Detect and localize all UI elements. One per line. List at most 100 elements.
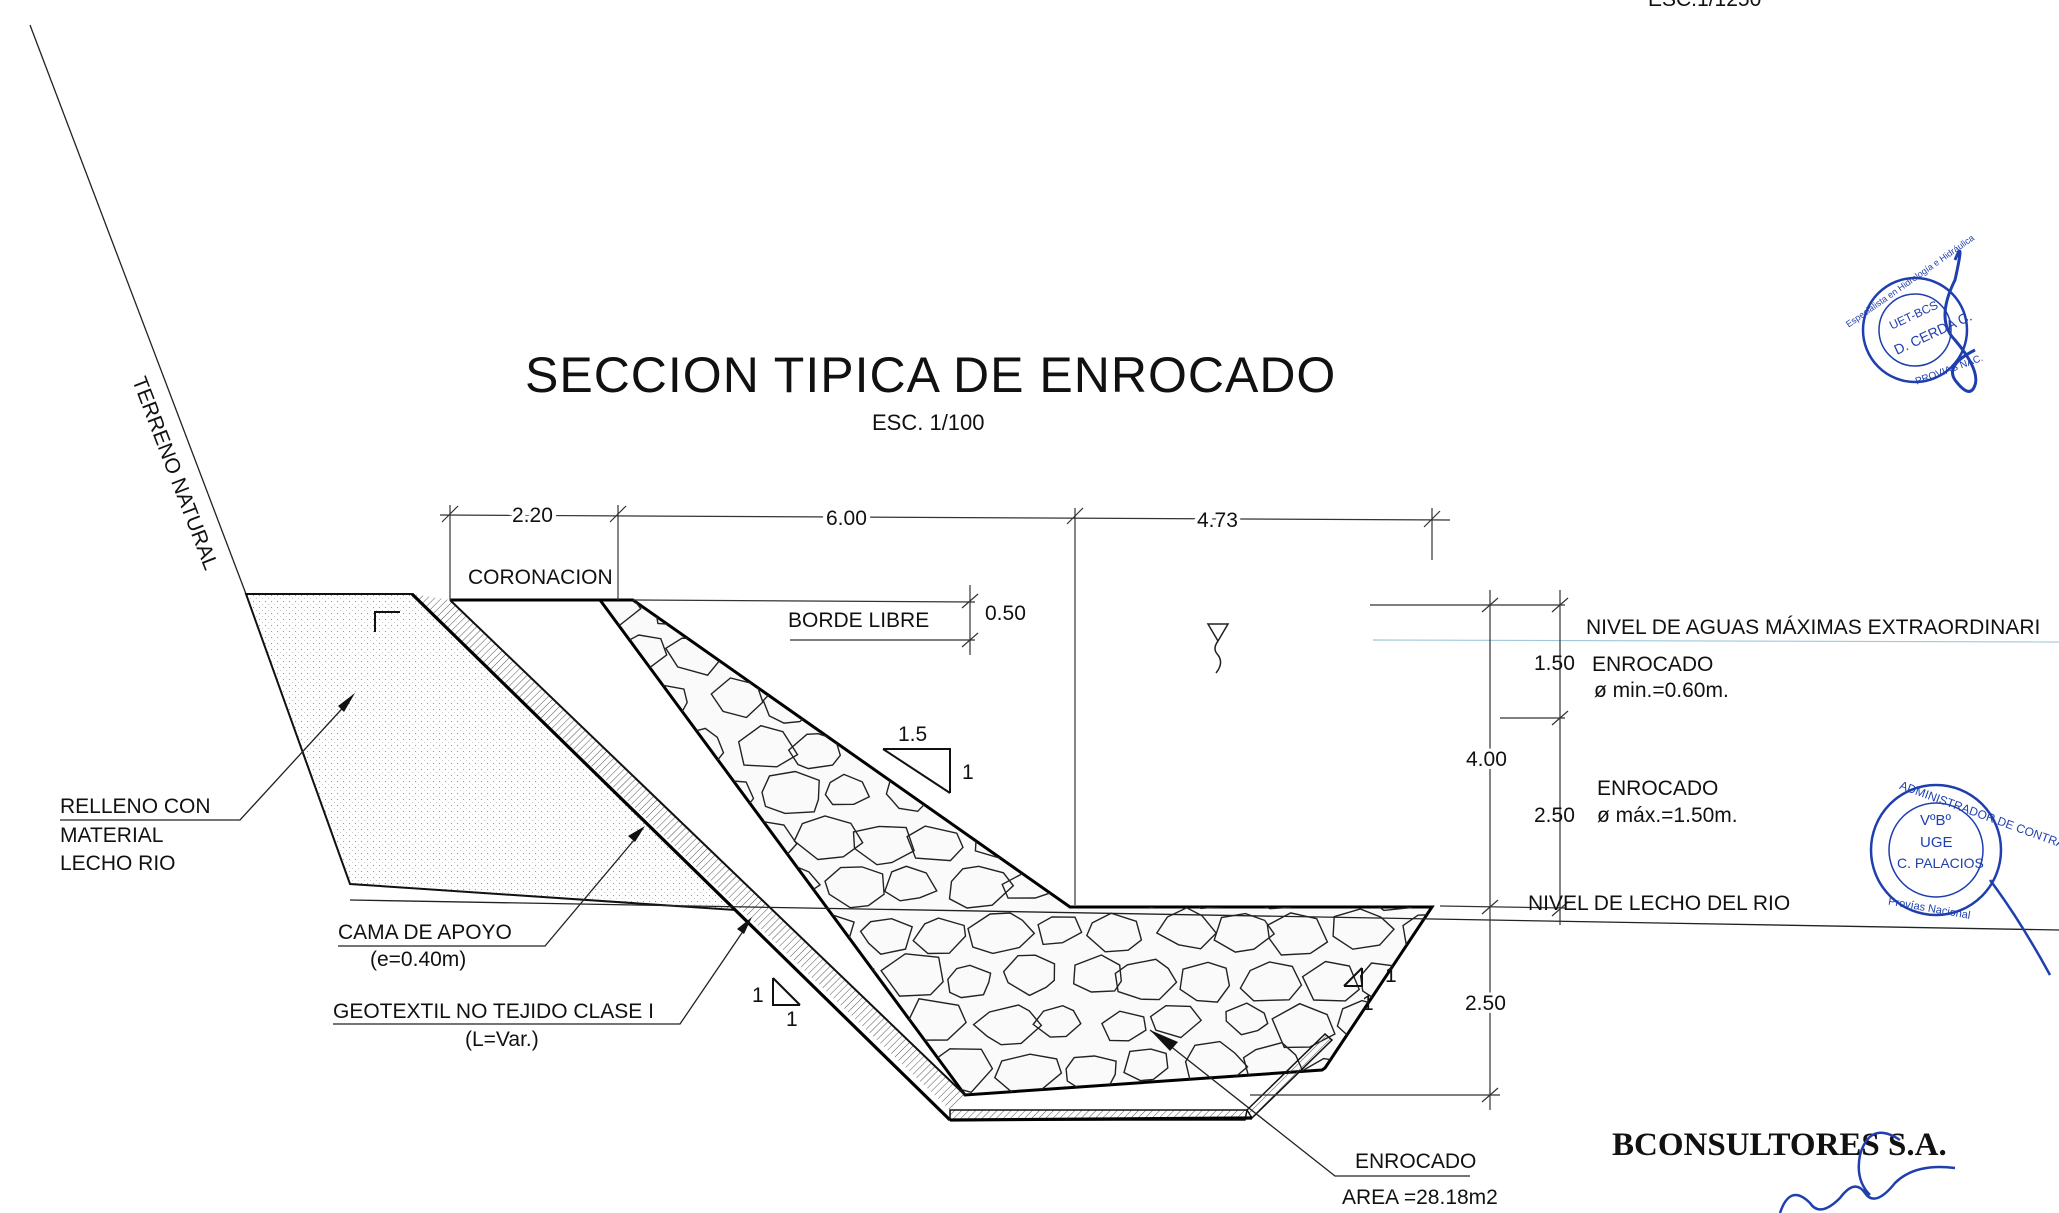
rock-stone bbox=[1149, 1004, 1203, 1039]
rock-stone bbox=[906, 825, 964, 862]
rock-stone bbox=[585, 1051, 640, 1094]
rock-stone bbox=[627, 724, 675, 763]
slope-main bbox=[882, 748, 951, 794]
rock-stone bbox=[948, 865, 1015, 909]
enrocado-bottom-leader bbox=[1149, 1029, 1470, 1177]
rock-stone bbox=[826, 680, 881, 725]
borde-libre-label: BORDE LIBRE bbox=[788, 609, 929, 632]
relleno-label-1: RELLENO CON bbox=[60, 795, 211, 818]
rock-stone bbox=[1126, 683, 1176, 716]
rock-stone bbox=[1204, 728, 1271, 771]
dim-6-00-bg: 6.00 bbox=[826, 507, 867, 530]
water-level-symbol bbox=[1206, 623, 1230, 674]
slope-main-v: 1 bbox=[962, 761, 974, 784]
enrocado-lower-dia: ø máx.=1.50m. bbox=[1597, 804, 1738, 827]
rock-stone bbox=[1087, 637, 1147, 676]
nivel-max-label: NIVEL DE AGUAS MÁXIMAS EXTRAORDINARI bbox=[1586, 616, 2040, 639]
rock-stone bbox=[1304, 870, 1353, 902]
stamp-administrador: ADMINISTRADOR DE CONTRATOS Provías Nacio… bbox=[1869, 778, 2059, 976]
signature bbox=[1778, 1131, 1956, 1213]
rock-stone bbox=[1179, 865, 1238, 910]
cama-arrow bbox=[628, 826, 645, 842]
rock-stone bbox=[1072, 954, 1123, 993]
rock-stone bbox=[859, 917, 914, 955]
cama-apoyo-layer bbox=[412, 594, 965, 1110]
drawing-scale: ESC. 1/100 bbox=[872, 410, 985, 435]
rock-stone bbox=[824, 773, 871, 806]
dim-4-73-bg: 4.73 bbox=[1197, 509, 1238, 532]
rock-stone bbox=[644, 959, 698, 998]
rock-stone bbox=[1123, 1048, 1169, 1082]
rock-stone bbox=[1225, 1002, 1269, 1036]
rock-stone bbox=[680, 1008, 730, 1044]
enrocado-lower-title: ENROCADO bbox=[1597, 777, 1718, 800]
terrain-label: TERRENO NATURAL bbox=[127, 374, 222, 574]
dim-6-00: 6.00 bbox=[826, 507, 867, 530]
rock-stone bbox=[1124, 600, 1184, 631]
rock-stone bbox=[1085, 912, 1143, 953]
rock-stone bbox=[1069, 771, 1113, 808]
slope-left bbox=[772, 977, 801, 1006]
rock-stone bbox=[1301, 960, 1361, 1002]
relleno-leader bbox=[60, 699, 351, 821]
rock-stone bbox=[1154, 727, 1212, 773]
rock-stone bbox=[1213, 912, 1276, 953]
max-water-line bbox=[1372, 639, 2059, 643]
enrocado-upper-title: ENROCADO bbox=[1592, 653, 1713, 676]
rock-stone bbox=[855, 641, 897, 675]
rock-stone bbox=[1361, 862, 1426, 912]
rock-stone bbox=[1196, 600, 1242, 628]
rock-stone bbox=[585, 958, 634, 991]
rock-stone bbox=[1003, 773, 1055, 814]
rock-stone bbox=[1390, 635, 1432, 676]
rock-stone bbox=[612, 916, 664, 953]
slope-right-v: 1 bbox=[1362, 992, 1374, 1015]
rock-stone bbox=[649, 1053, 705, 1091]
rock-stone bbox=[1070, 869, 1118, 904]
enrocado-body bbox=[450, 598, 1435, 1097]
stamp2-line2: UGE bbox=[1920, 834, 1953, 851]
rock-stone bbox=[1101, 1010, 1147, 1042]
rock-stone bbox=[1037, 916, 1083, 946]
dim-4-00-label: 4.00 bbox=[1466, 748, 1507, 771]
coronacion-label: CORONACION bbox=[468, 566, 613, 589]
dim-1-50: 1.50 bbox=[1534, 652, 1575, 675]
borde-libre-value: 0.50 bbox=[985, 602, 1026, 625]
top-dimension bbox=[439, 505, 1451, 905]
stamp-hidrologia: Especialista en Hidrología e Hidráulica … bbox=[1844, 233, 1985, 393]
rock-stone bbox=[1193, 687, 1237, 722]
rock-stone bbox=[1064, 688, 1121, 723]
relleno-label-3: LECHO RIO bbox=[60, 852, 176, 875]
cama-label-1: CAMA DE APOYO bbox=[338, 921, 512, 944]
rock-stone bbox=[1240, 868, 1299, 910]
borde-libre-leader bbox=[632, 599, 976, 603]
rock-stone bbox=[967, 912, 1036, 955]
enrocado-upper-dia: ø min.=0.60m. bbox=[1594, 679, 1729, 702]
rock-stone bbox=[731, 634, 787, 671]
rock-stone bbox=[1220, 827, 1270, 856]
rock-stone bbox=[934, 676, 995, 721]
rock-stone bbox=[1159, 824, 1212, 859]
rock-stone bbox=[1033, 825, 1076, 855]
rock-stone bbox=[1269, 818, 1323, 857]
slope-left-h: 1 bbox=[752, 984, 764, 1007]
rock-stone bbox=[475, 955, 518, 994]
rock-stone bbox=[1328, 729, 1391, 766]
rock-stone bbox=[1366, 774, 1420, 814]
rock-stone bbox=[1332, 638, 1382, 673]
rock-stone bbox=[557, 635, 609, 670]
geotextil-label-1: GEOTEXTIL NO TEJIDO CLASE I bbox=[333, 1000, 654, 1023]
rock-stone bbox=[1266, 912, 1329, 956]
rock-stone bbox=[1403, 1013, 1432, 1046]
enrocado-bottom-arrow bbox=[1150, 1030, 1178, 1051]
rock-stone bbox=[1057, 600, 1131, 635]
rock-stone bbox=[1305, 600, 1351, 621]
rock-stone bbox=[1212, 636, 1266, 674]
rock-stone bbox=[1114, 958, 1178, 1001]
rock-stone bbox=[794, 1009, 844, 1043]
rock-stone bbox=[883, 865, 938, 902]
enrocado-bottom-label-1: ENROCADO bbox=[1355, 1150, 1476, 1173]
slope-right-h: 1 bbox=[1385, 964, 1397, 987]
rock-stone bbox=[884, 681, 942, 721]
